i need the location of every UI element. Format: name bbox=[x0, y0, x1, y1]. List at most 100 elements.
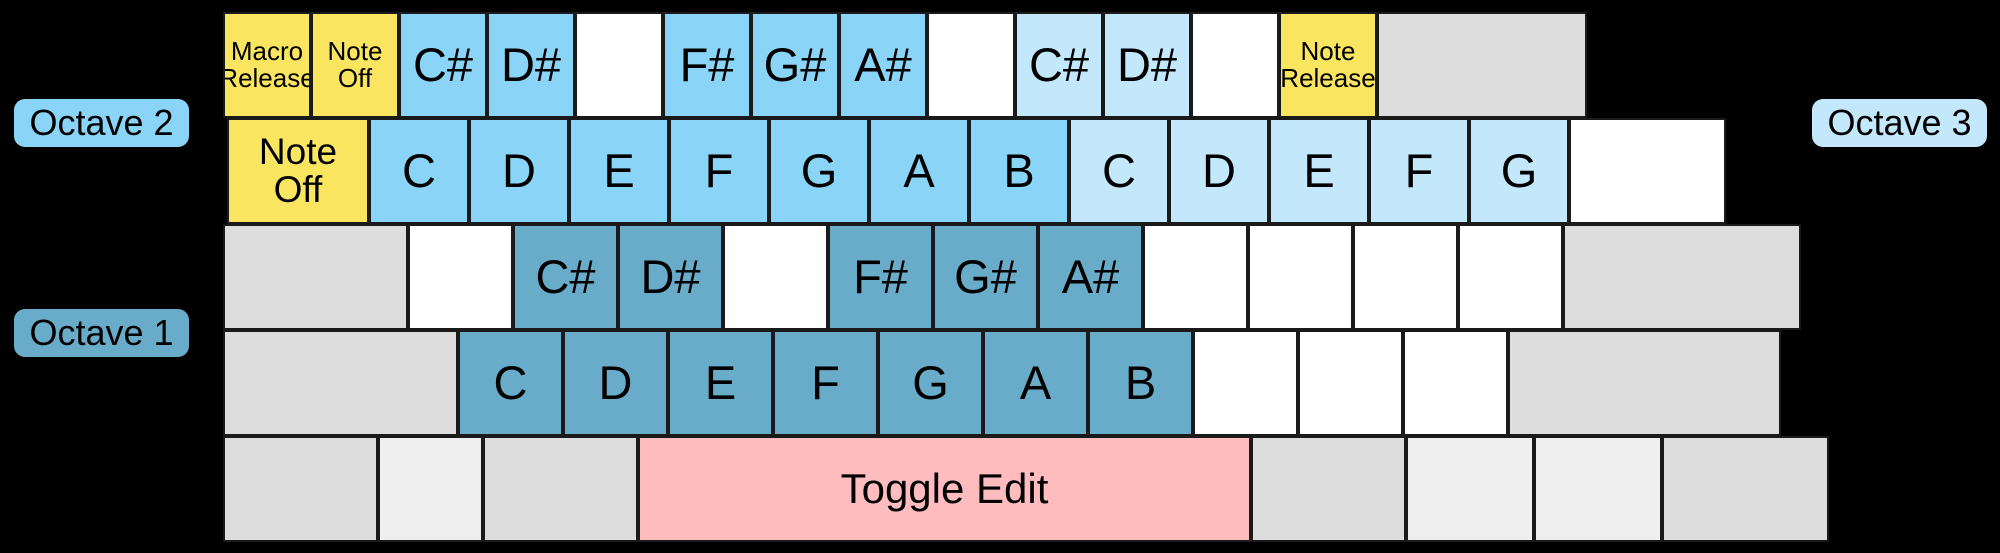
key-b[interactable]: B bbox=[969, 118, 1069, 224]
key-blank-4-0 bbox=[223, 436, 378, 542]
key-label: E bbox=[603, 144, 635, 198]
key-g[interactable]: G bbox=[1469, 118, 1569, 224]
key-label: A# bbox=[1061, 250, 1120, 304]
key-label: A bbox=[1019, 356, 1052, 410]
key-c[interactable]: C bbox=[458, 330, 563, 436]
key-a-sharp[interactable]: A# bbox=[839, 12, 927, 118]
key-f-sharp[interactable]: F# bbox=[663, 12, 751, 118]
key-b[interactable]: B bbox=[1088, 330, 1193, 436]
key-label: B bbox=[1124, 356, 1157, 410]
key-label: F bbox=[1404, 144, 1434, 198]
key-blank-4-7 bbox=[1662, 436, 1829, 542]
key-d-sharp[interactable]: D# bbox=[487, 12, 575, 118]
key-blank-2-4 bbox=[723, 224, 828, 330]
key-label: B bbox=[1003, 144, 1035, 198]
key-label: G# bbox=[954, 250, 1017, 304]
key-g-sharp[interactable]: G# bbox=[751, 12, 839, 118]
key-c[interactable]: C bbox=[1069, 118, 1169, 224]
key-label: A# bbox=[854, 38, 912, 92]
key-blank-0-13 bbox=[1377, 12, 1587, 118]
key-g[interactable]: G bbox=[878, 330, 983, 436]
key-d[interactable]: D bbox=[469, 118, 569, 224]
key-blank-4-2 bbox=[483, 436, 638, 542]
key-label: G bbox=[1500, 144, 1538, 198]
key-label: D bbox=[502, 144, 536, 198]
key-a[interactable]: A bbox=[869, 118, 969, 224]
key-d-sharp[interactable]: D# bbox=[1103, 12, 1191, 118]
key-blank-2-11 bbox=[1458, 224, 1563, 330]
key-e[interactable]: E bbox=[1269, 118, 1369, 224]
key-c-sharp[interactable]: C# bbox=[513, 224, 618, 330]
key-blank-2-9 bbox=[1248, 224, 1353, 330]
key-blank-3-9 bbox=[1298, 330, 1403, 436]
key-label: F bbox=[811, 356, 840, 410]
key-label: E bbox=[704, 356, 737, 410]
key-label: E bbox=[1303, 144, 1335, 198]
key-label: D bbox=[598, 356, 633, 410]
key-f[interactable]: F bbox=[669, 118, 769, 224]
key-blank-1-13 bbox=[1569, 118, 1726, 224]
key-label: C# bbox=[412, 38, 474, 92]
key-label: G bbox=[912, 356, 949, 410]
key-d[interactable]: D bbox=[563, 330, 668, 436]
key-label: F# bbox=[853, 250, 908, 304]
key-f[interactable]: F bbox=[773, 330, 878, 436]
key-label: C# bbox=[1028, 38, 1090, 92]
octave-1-label: Octave 1 bbox=[14, 309, 189, 357]
key-d[interactable]: D bbox=[1169, 118, 1269, 224]
key-label: C bbox=[493, 356, 528, 410]
key-label: F# bbox=[679, 38, 735, 92]
key-e[interactable]: E bbox=[569, 118, 669, 224]
octave-2-label: Octave 2 bbox=[14, 99, 189, 147]
key-toggle-edit[interactable]: Toggle Edit bbox=[638, 436, 1251, 542]
key-c[interactable]: C bbox=[369, 118, 469, 224]
key-label: D# bbox=[1116, 38, 1178, 92]
octave-3-label: Octave 3 bbox=[1812, 99, 1987, 147]
key-c-sharp[interactable]: C# bbox=[1015, 12, 1103, 118]
key-blank-0-4 bbox=[575, 12, 663, 118]
key-g[interactable]: G bbox=[769, 118, 869, 224]
key-blank-2-0 bbox=[223, 224, 408, 330]
key-e[interactable]: E bbox=[668, 330, 773, 436]
key-blank-2-1 bbox=[408, 224, 513, 330]
key-label: C bbox=[1102, 144, 1136, 198]
key-blank-4-6 bbox=[1534, 436, 1662, 542]
key-label: G bbox=[800, 144, 838, 198]
key-label: D# bbox=[500, 38, 562, 92]
key-blank-2-10 bbox=[1353, 224, 1458, 330]
key-label: D# bbox=[640, 250, 701, 304]
key-g-sharp[interactable]: G# bbox=[933, 224, 1038, 330]
key-blank-3-0 bbox=[223, 330, 458, 436]
key-blank-4-4 bbox=[1251, 436, 1406, 542]
key-label: F bbox=[704, 144, 734, 198]
key-blank-3-10 bbox=[1403, 330, 1508, 436]
key-f[interactable]: F bbox=[1369, 118, 1469, 224]
key-c-sharp[interactable]: C# bbox=[399, 12, 487, 118]
key-label: Toggle Edit bbox=[840, 464, 1049, 512]
key-a-sharp[interactable]: A# bbox=[1038, 224, 1143, 330]
key-blank-2-8 bbox=[1143, 224, 1248, 330]
key-blank-0-11 bbox=[1191, 12, 1279, 118]
key-f-sharp[interactable]: F# bbox=[828, 224, 933, 330]
key-label: C bbox=[402, 144, 436, 198]
key-label: A bbox=[903, 144, 935, 198]
key-blank-3-8 bbox=[1193, 330, 1298, 436]
key-label: G# bbox=[763, 38, 827, 92]
key-label: D bbox=[1202, 144, 1236, 198]
key-blank-2-12 bbox=[1563, 224, 1801, 330]
key-a[interactable]: A bbox=[983, 330, 1088, 436]
key-label: C# bbox=[535, 250, 596, 304]
key-d-sharp[interactable]: D# bbox=[618, 224, 723, 330]
key-blank-4-5 bbox=[1406, 436, 1534, 542]
key-blank-4-1 bbox=[378, 436, 483, 542]
key-blank-3-11 bbox=[1508, 330, 1781, 436]
